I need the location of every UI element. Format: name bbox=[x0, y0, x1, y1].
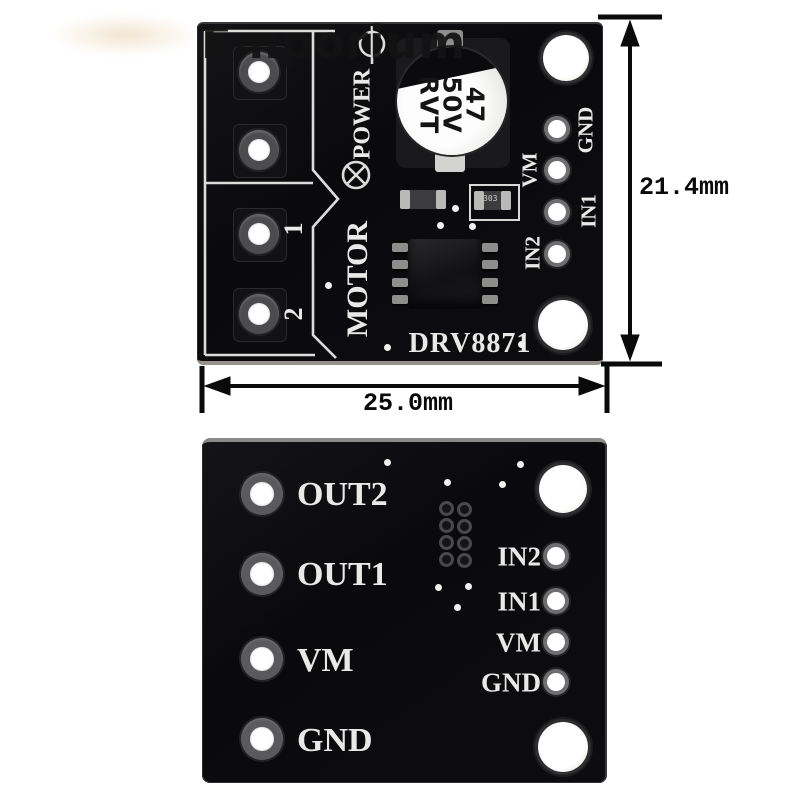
via-dot bbox=[518, 341, 525, 348]
pad-hole bbox=[248, 303, 270, 325]
via-dot bbox=[465, 583, 472, 590]
via-dot bbox=[469, 223, 476, 230]
mounting-hole bbox=[539, 465, 587, 513]
ic-pin bbox=[392, 243, 408, 252]
thermal-via bbox=[457, 553, 472, 568]
capacitor: 47 50V RVT bbox=[397, 47, 507, 155]
arrow-down-icon bbox=[620, 334, 640, 362]
arrow-up-icon bbox=[620, 19, 640, 47]
driver-ic-chip bbox=[408, 239, 482, 309]
power-cross-icon bbox=[341, 160, 371, 190]
thermal-via bbox=[439, 535, 454, 550]
ic-pin bbox=[392, 260, 408, 269]
thermal-via bbox=[457, 519, 472, 534]
pad-hole bbox=[250, 727, 274, 751]
resistor-silk-box: 303 bbox=[469, 184, 520, 221]
via-dot bbox=[452, 205, 459, 212]
thermal-via bbox=[439, 518, 454, 533]
pin-hole bbox=[548, 203, 566, 221]
pin-hole bbox=[548, 120, 566, 138]
via-dot bbox=[454, 604, 461, 611]
width-dimension-label: 25.0mm bbox=[362, 389, 453, 418]
thermal-via bbox=[457, 536, 472, 551]
silkscreen-lines bbox=[203, 26, 386, 359]
background-smudge bbox=[50, 14, 200, 56]
pad-hole bbox=[248, 139, 270, 161]
via-dot bbox=[384, 344, 391, 351]
in1-pin-label: IN1 bbox=[497, 586, 541, 617]
ic-pin bbox=[482, 295, 498, 304]
power-cross-line2 bbox=[346, 165, 366, 185]
ic-pin bbox=[392, 295, 408, 304]
ic-pin bbox=[482, 278, 498, 287]
via-dot bbox=[444, 479, 451, 486]
out2-pad-label: OUT2 bbox=[297, 476, 388, 513]
chip-name-label: DRV8871 bbox=[408, 328, 532, 359]
mounting-hole bbox=[538, 722, 588, 772]
thermal-via bbox=[439, 552, 454, 567]
gnd-pad-label: GND bbox=[297, 722, 373, 759]
via-dot bbox=[499, 481, 506, 488]
thermal-via bbox=[439, 501, 454, 516]
via-dot bbox=[384, 459, 391, 466]
mounting-hole bbox=[543, 35, 589, 81]
pad-hole bbox=[248, 61, 270, 83]
thermal-via bbox=[457, 502, 472, 517]
smd-resistor bbox=[474, 191, 511, 210]
gnd-pin-label: GND bbox=[481, 667, 541, 698]
vm-pin-label: VM bbox=[496, 627, 541, 658]
capacitor-lead bbox=[435, 150, 465, 172]
ic-pin bbox=[482, 260, 498, 269]
pin-hole bbox=[547, 592, 565, 610]
ic-pin bbox=[482, 243, 498, 252]
resistor-marking: 303 bbox=[483, 194, 498, 203]
out1-pad-label: OUT1 bbox=[297, 556, 388, 593]
via-dot bbox=[435, 584, 442, 591]
ic-pin bbox=[392, 278, 408, 287]
vm-pad-label: VM bbox=[297, 642, 354, 679]
via-dot bbox=[517, 461, 524, 468]
capacitor-lead bbox=[437, 30, 463, 48]
arrow-left-icon bbox=[203, 376, 231, 396]
pad-hole bbox=[250, 482, 274, 506]
pin-hole bbox=[547, 633, 565, 651]
smd-resistor bbox=[400, 190, 446, 209]
via-dot bbox=[325, 282, 332, 289]
arrow-right-icon bbox=[578, 376, 606, 396]
pad-hole bbox=[250, 562, 274, 586]
via-dot bbox=[437, 222, 444, 229]
pin-hole bbox=[547, 547, 565, 565]
in2-pin-label: IN2 bbox=[497, 541, 541, 572]
watermark-text: Emporium bbox=[201, 16, 467, 69]
pad-hole bbox=[248, 223, 270, 245]
height-dimension-label: 21.4mm bbox=[639, 173, 730, 202]
pcb-front-view: 1 2 MOTOR POWER 47 50V RVT 303 bbox=[197, 22, 603, 365]
pcb-back-view: OUT2 OUT1 VM GND IN2 IN1 VM GND bbox=[202, 438, 607, 783]
pin-hole bbox=[548, 161, 566, 179]
pin-hole bbox=[548, 245, 566, 263]
silk-bracket bbox=[311, 31, 340, 359]
pin-hole bbox=[547, 673, 565, 691]
pad-hole bbox=[250, 647, 274, 671]
mounting-hole bbox=[538, 300, 588, 350]
